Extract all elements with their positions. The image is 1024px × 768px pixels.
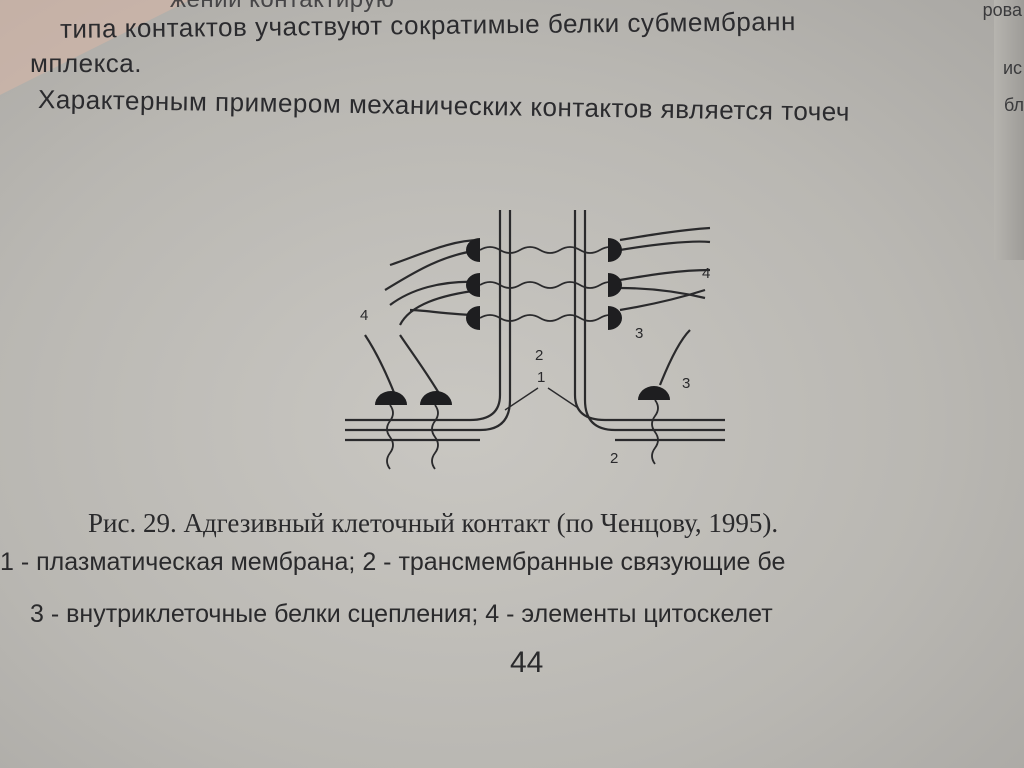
figure-caption: Рис. 29. Адгезивный клеточный контакт (п…	[88, 508, 779, 538]
right-edge-text-1: рова	[982, 0, 1022, 20]
page-number: 44	[510, 646, 544, 679]
label-2-center: 2	[535, 347, 543, 364]
adhesive-contact-figure: 4 4 3 2 1 3 2	[345, 210, 725, 470]
page-corner	[0, 0, 190, 95]
label-4-left: 4	[360, 307, 368, 324]
label-4-right: 4	[702, 265, 710, 282]
membrane-right-inner	[583, 210, 725, 432]
label-1-membrane: 1	[537, 369, 545, 386]
right-edge-text-2: ис	[1002, 58, 1022, 78]
body-line-1: типа контактов участвуют сократимые белк…	[59, 6, 797, 44]
label-3-top: 3	[635, 325, 643, 342]
body-line-2: мплекса.	[30, 48, 142, 78]
label-2-bottom: 2	[610, 450, 618, 467]
figure-legend-line-1: 1 - плазматическая мембрана; 2 - трансме…	[0, 548, 786, 576]
figure-legend-line-2: 3 - внутриклеточные белки сцепления; 4 -…	[30, 600, 773, 628]
right-edge-text-3: бл	[1003, 95, 1024, 115]
top-partial-line: жении контактирую	[170, 0, 394, 14]
membrane-left-inner	[345, 210, 512, 432]
next-page-edge	[994, 0, 1024, 260]
label-3-bottom: 3	[682, 375, 690, 392]
membrane-right-outer	[573, 210, 725, 422]
membrane-left-outer	[345, 210, 502, 422]
body-line-3: Характерным примером механических контак…	[37, 84, 851, 127]
